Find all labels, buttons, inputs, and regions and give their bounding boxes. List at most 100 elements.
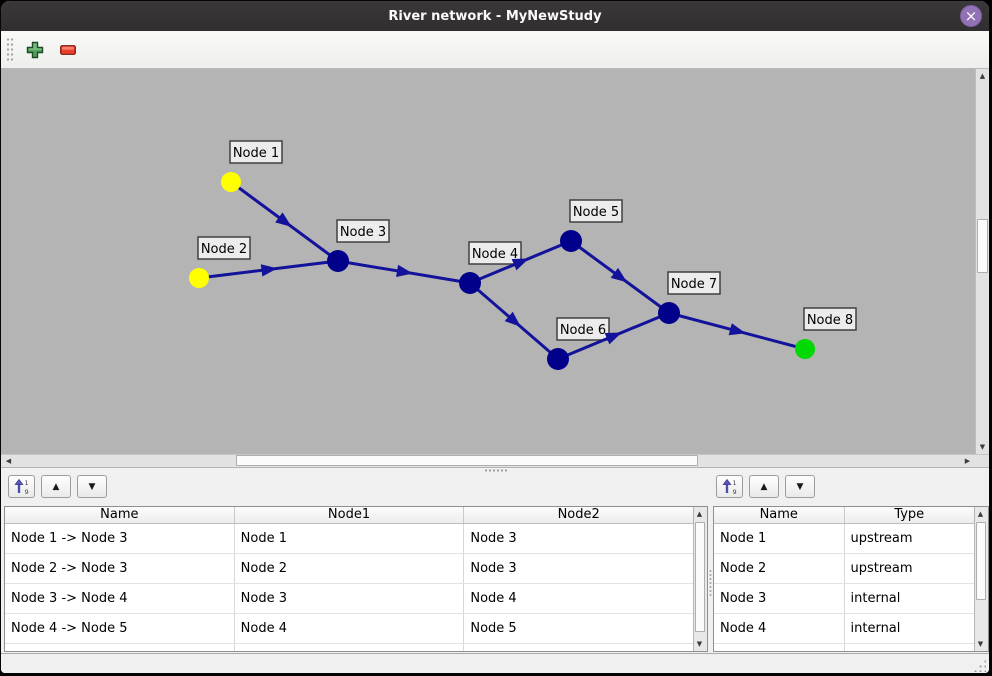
- river-edge[interactable]: [230, 180, 339, 263]
- table-row[interactable]: Node 4 internal: [714, 614, 974, 644]
- scroll-down-icon[interactable]: ▼: [979, 443, 986, 451]
- vertical-scroll-thumb[interactable]: [695, 522, 705, 632]
- table-cell[interactable]: Node 2: [714, 554, 845, 583]
- table-cell[interactable]: Node 3: [470, 531, 517, 546]
- table-cell[interactable]: [845, 644, 975, 651]
- scroll-up-icon[interactable]: ▲: [696, 510, 703, 518]
- node-label[interactable]: Node 4: [468, 241, 522, 265]
- table-cell[interactable]: [464, 644, 693, 651]
- node-label[interactable]: Node 6: [556, 317, 610, 341]
- river-edge[interactable]: [469, 281, 559, 361]
- horizontal-scroll-thumb[interactable]: [236, 455, 698, 466]
- river-node[interactable]: [459, 272, 481, 294]
- node-label[interactable]: Node 1: [229, 140, 283, 164]
- river-edge[interactable]: [570, 239, 670, 315]
- resize-grip-icon[interactable]: [973, 659, 986, 672]
- table-cell[interactable]: upstream: [850, 561, 913, 576]
- river-node[interactable]: [221, 172, 241, 192]
- svg-text:Node 2: Node 2: [201, 242, 247, 257]
- table-cell[interactable]: upstream: [850, 531, 913, 546]
- move-node-down-button[interactable]: ▼: [785, 475, 815, 498]
- river-node[interactable]: [547, 348, 569, 370]
- network-svg: Node 1 Node 2 Node 3 Node 4 Node 5 Node 6 Node…: [189, 140, 857, 370]
- table-cell[interactable]: internal: [850, 591, 901, 606]
- vertical-scroll-thumb[interactable]: [977, 219, 988, 273]
- table-cell[interactable]: Node 1: [235, 524, 465, 553]
- scroll-up-icon[interactable]: ▲: [977, 510, 984, 518]
- table-cell[interactable]: [714, 644, 845, 651]
- sort-reaches-button[interactable]: 1 9: [8, 475, 35, 498]
- river-node[interactable]: [327, 250, 349, 272]
- node-label[interactable]: Node 3: [336, 219, 390, 243]
- scroll-down-icon[interactable]: ▼: [696, 640, 703, 648]
- status-bar: [1, 653, 989, 673]
- node-label[interactable]: Node 5: [569, 199, 623, 223]
- vertical-scroll-thumb[interactable]: [976, 522, 986, 600]
- column-header[interactable]: Type: [894, 507, 925, 522]
- table-cell[interactable]: Node 1 -> Node 3: [5, 524, 235, 553]
- scroll-left-icon[interactable]: ◀: [5, 457, 12, 465]
- table-row[interactable]: [5, 644, 693, 651]
- river-edge[interactable]: [469, 239, 572, 285]
- river-node[interactable]: [795, 339, 815, 359]
- close-button[interactable]: ×: [960, 5, 982, 27]
- table-row[interactable]: Node 1 upstream: [714, 524, 974, 554]
- move-reach-up-button[interactable]: ▲: [41, 475, 71, 498]
- node-label[interactable]: Node 7: [667, 271, 721, 295]
- river-node[interactable]: [189, 268, 209, 288]
- move-reach-down-button[interactable]: ▼: [77, 475, 107, 498]
- scroll-down-icon[interactable]: ▼: [977, 640, 984, 648]
- table-cell[interactable]: [235, 644, 465, 651]
- reaches-table-scrollbar[interactable]: ▲ ▼: [693, 507, 707, 651]
- network-canvas[interactable]: Node 1 Node 2 Node 3 Node 4 Node 5 Node 6 Node…: [1, 69, 975, 454]
- river-edge[interactable]: [668, 311, 806, 351]
- move-node-up-button[interactable]: ▲: [749, 475, 779, 498]
- scroll-up-icon[interactable]: ▲: [979, 72, 986, 80]
- scroll-right-icon[interactable]: ▶: [964, 457, 971, 465]
- river-node[interactable]: [658, 302, 680, 324]
- node-label[interactable]: Node 8: [803, 307, 857, 331]
- panel-splitter[interactable]: [1, 468, 989, 473]
- table-cell[interactable]: Node 5: [470, 621, 517, 636]
- table-cell[interactable]: internal: [850, 621, 901, 636]
- edge-arrow-icon: [396, 264, 413, 277]
- table-cell[interactable]: Node 3: [470, 561, 517, 576]
- table-cell[interactable]: [5, 644, 235, 651]
- svg-text:9: 9: [25, 488, 29, 495]
- move-up-icon: ▲: [52, 481, 60, 492]
- table-row[interactable]: Node 3 internal: [714, 584, 974, 614]
- column-header[interactable]: Name: [714, 507, 845, 523]
- remove-node-button[interactable]: [55, 37, 81, 63]
- column-header[interactable]: Node2: [557, 507, 600, 522]
- toolbar-drag-handle[interactable]: [6, 36, 13, 63]
- table-cell[interactable]: Node 2 -> Node 3: [5, 554, 235, 583]
- column-header[interactable]: Name: [5, 507, 235, 523]
- river-edge[interactable]: [557, 311, 670, 361]
- table-cell[interactable]: Node 3: [235, 584, 465, 613]
- nodes-table-scrollbar[interactable]: ▲ ▼: [974, 507, 988, 651]
- sort-nodes-button[interactable]: 1 9: [716, 475, 743, 498]
- pane-splitter-handle[interactable]: [709, 569, 712, 597]
- river-edge[interactable]: [337, 259, 471, 285]
- column-header[interactable]: Node1: [235, 507, 465, 523]
- table-cell[interactable]: Node 1: [714, 524, 845, 553]
- river-node[interactable]: [560, 230, 582, 252]
- table-cell[interactable]: Node 4: [714, 614, 845, 643]
- table-cell[interactable]: Node 4: [470, 591, 517, 606]
- table-row[interactable]: [714, 644, 974, 651]
- table-cell[interactable]: Node 4: [235, 614, 465, 643]
- table-cell[interactable]: Node 3 -> Node 4: [5, 584, 235, 613]
- add-node-button[interactable]: [22, 37, 48, 63]
- canvas-horizontal-scrollbar[interactable]: ◀ ▶: [1, 454, 989, 468]
- node-label[interactable]: Node 2: [197, 236, 251, 260]
- table-row[interactable]: Node 2 upstream: [714, 554, 974, 584]
- river-edge[interactable]: [198, 259, 339, 280]
- table-cell[interactable]: Node 4 -> Node 5: [5, 614, 235, 643]
- canvas-vertical-scrollbar[interactable]: ▲ ▼: [975, 69, 989, 454]
- table-cell[interactable]: Node 3: [714, 584, 845, 613]
- table-cell[interactable]: Node 2: [235, 554, 465, 583]
